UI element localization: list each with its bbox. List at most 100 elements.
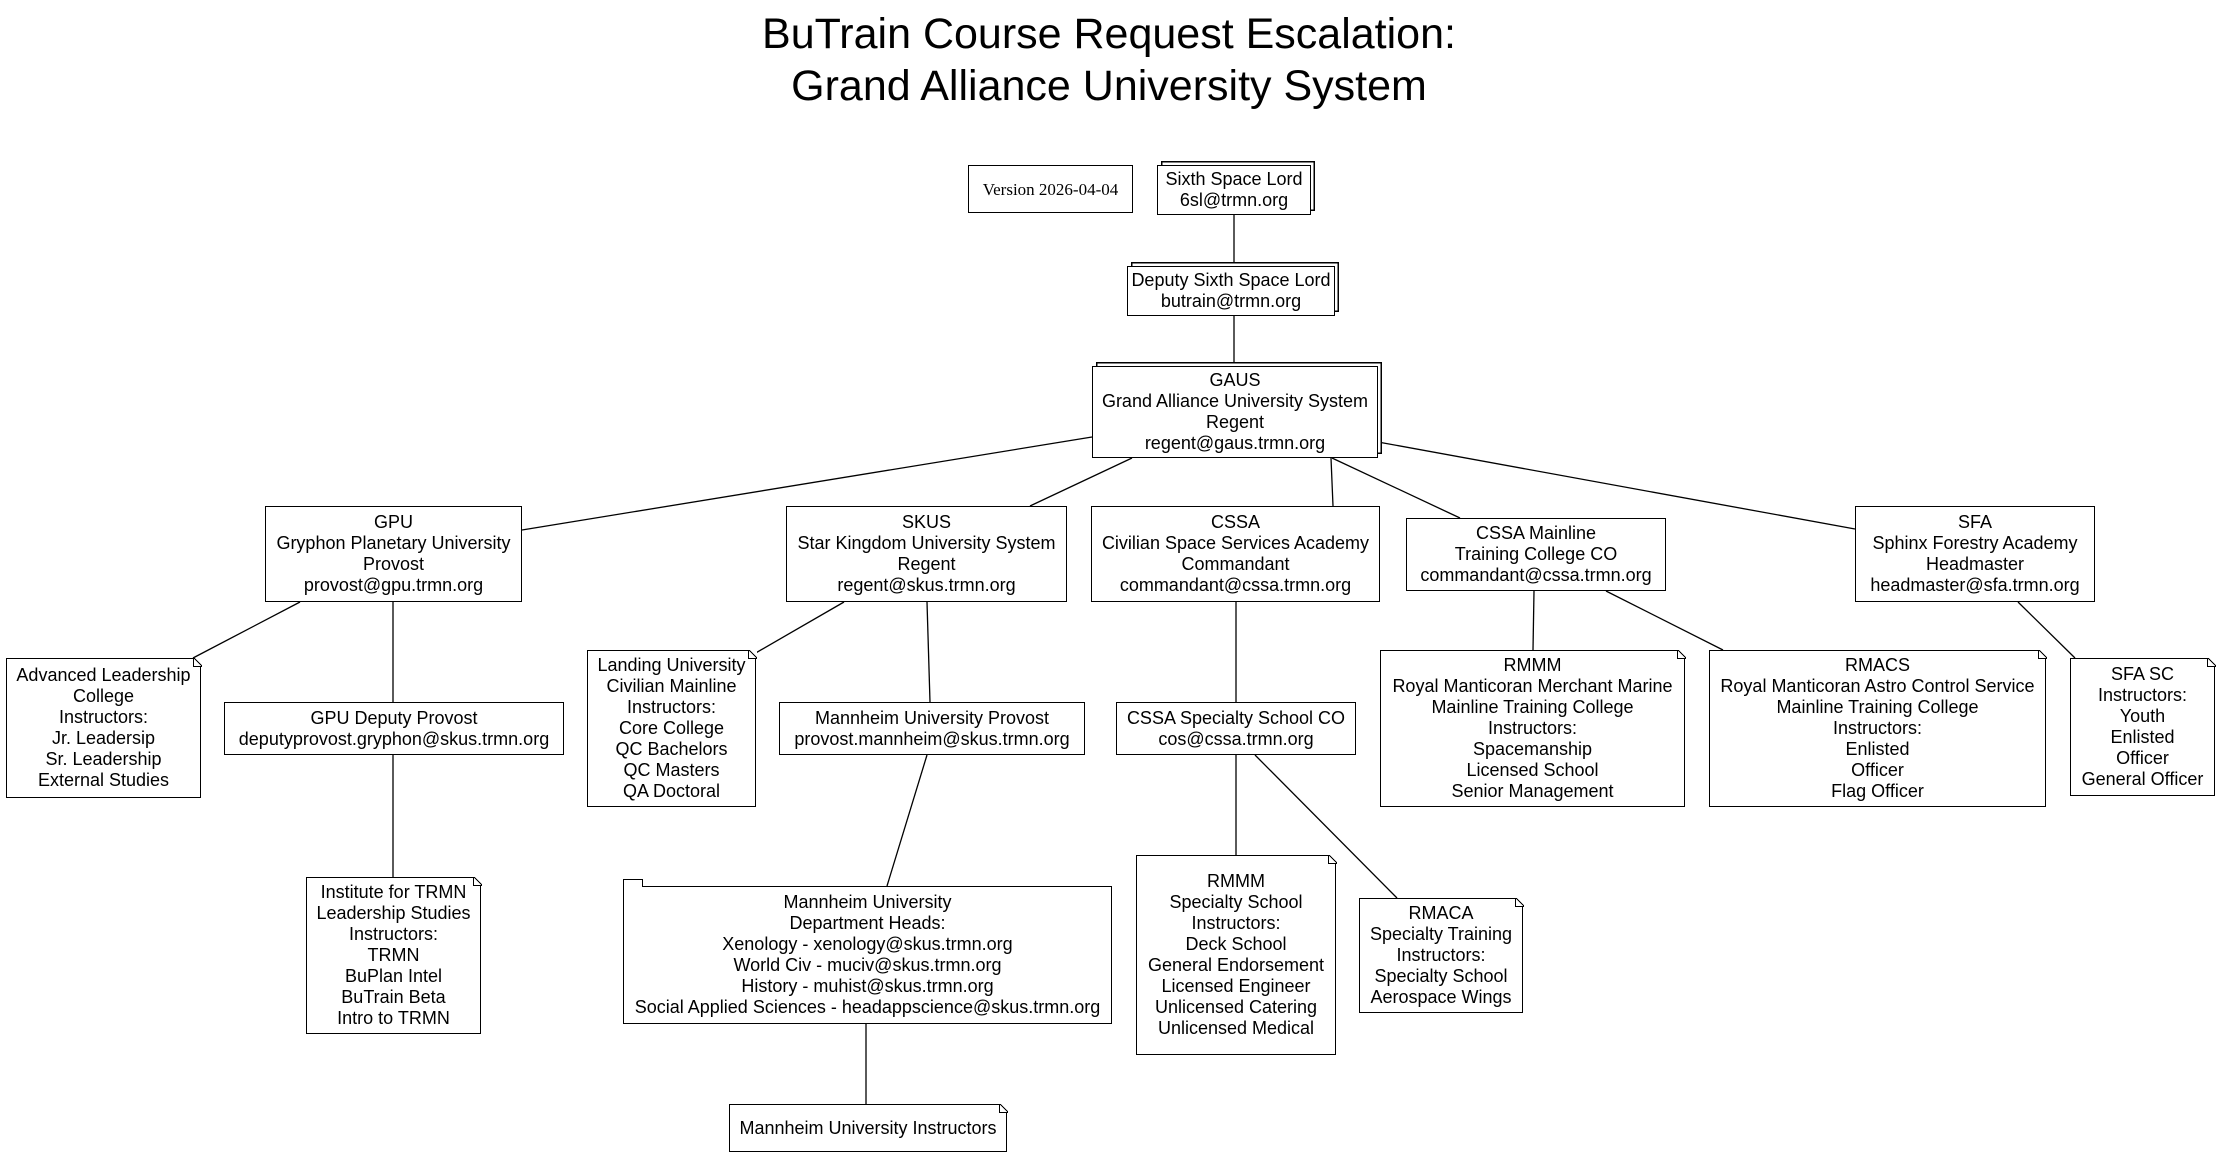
node-text-line: RMACS bbox=[1844, 655, 1910, 675]
node-text-line: Mannheim University Instructors bbox=[739, 1117, 997, 1138]
node-text-line: Flag Officer bbox=[1831, 781, 1924, 801]
title-line-2: Grand Alliance University System bbox=[791, 62, 1427, 110]
node-text-line: Instructors: bbox=[1832, 718, 1923, 738]
connector-line bbox=[2017, 601, 2076, 659]
node-text-line: Grand Alliance University System bbox=[1101, 391, 1369, 411]
connector-line bbox=[192, 601, 301, 659]
node-mannheim-instructors: Mannheim University Instructors bbox=[729, 1103, 1008, 1152]
node-text-line: External Studies bbox=[37, 770, 170, 790]
node-text-line: Deputy Sixth Space Lord bbox=[1131, 270, 1331, 290]
node-text-line: Sphinx Forestry Academy bbox=[1872, 533, 2078, 553]
node-text-line: Regent bbox=[1205, 412, 1265, 432]
node-text-line: General Endorsement bbox=[1147, 955, 1325, 975]
node-text-line: headmaster@sfa.trmn.org bbox=[1870, 575, 2080, 595]
node-text-line: QC Masters bbox=[623, 760, 720, 780]
node-text-line: Unlicensed Medical bbox=[1157, 1018, 1315, 1038]
node-text-line: Mannheim University Provost bbox=[814, 707, 1050, 728]
node-text-line: Intro to TRMN bbox=[337, 1008, 450, 1028]
node-text-line: GPU Deputy Provost bbox=[310, 707, 478, 728]
node-text-line: 6sl@trmn.org bbox=[1179, 190, 1289, 210]
connector-line bbox=[746, 601, 845, 659]
node-text-line: Star Kingdom University System bbox=[797, 533, 1056, 553]
node-text-line: Officer bbox=[1851, 760, 1904, 780]
node-text-line: commandant@cssa.trmn.org bbox=[1420, 565, 1652, 585]
node-text-line: Licensed Engineer bbox=[1161, 976, 1311, 996]
node-text-line: History - muhist@skus.trmn.org bbox=[741, 976, 994, 996]
connector-line bbox=[926, 601, 931, 703]
node-text-line: regent@skus.trmn.org bbox=[837, 575, 1016, 595]
connector-line bbox=[1605, 590, 1724, 651]
node-text-line: Licensed School bbox=[1466, 760, 1599, 780]
node-text-line: Social Applied Sciences - headappscience… bbox=[634, 997, 1101, 1017]
node-text-line: CSSA Specialty School CO bbox=[1126, 707, 1346, 728]
connector-line bbox=[1377, 441, 1856, 530]
node-text-line: Officer bbox=[2116, 748, 2169, 768]
node-text-line: Advanced Leadership bbox=[16, 665, 191, 685]
node-text-line: BuPlan Intel bbox=[344, 966, 443, 986]
node-text-line: Youth bbox=[2119, 706, 2166, 726]
node-text-line: Landing University bbox=[597, 655, 746, 675]
node-text-line: Specialty School bbox=[1169, 892, 1303, 912]
node-text-line: Royal Manticoran Astro Control Service bbox=[1720, 676, 2035, 696]
node-text-line: Civilian Space Services Academy bbox=[1101, 533, 1370, 553]
node-text-line: SKUS bbox=[901, 512, 952, 532]
node-text-line: Version 2026-04-04 bbox=[982, 179, 1119, 199]
node-text-line: RMMM bbox=[1207, 871, 1265, 891]
node-text-line: Headmaster bbox=[1925, 554, 2025, 574]
node-text-line: CSSA bbox=[1210, 512, 1261, 532]
node-text-line: Enlisted bbox=[2110, 727, 2175, 747]
node-text-line: QC Bachelors bbox=[615, 739, 728, 759]
connector-line bbox=[886, 754, 928, 887]
node-text-line: Sixth Space Lord bbox=[1165, 169, 1303, 189]
node-text-line: Royal Manticoran Merchant Marine bbox=[1392, 676, 1673, 696]
node-text-line: Deck School bbox=[1185, 934, 1287, 954]
node-text-line: Sr. Leadership bbox=[45, 749, 162, 769]
connector-line bbox=[1331, 457, 1461, 519]
node-text-line: regent@gaus.trmn.org bbox=[1144, 433, 1326, 453]
node-text-line: Instructors: bbox=[1396, 945, 1486, 965]
node-text-line: Instructors: bbox=[1191, 913, 1281, 933]
node-text-line: Mannheim University bbox=[783, 892, 952, 912]
node-text-line: SFA SC bbox=[2110, 664, 2175, 684]
node-text-line: World Civ - muciv@skus.trmn.org bbox=[733, 955, 1002, 975]
node-text-line: Provost bbox=[362, 554, 425, 574]
node-text-line: BuTrain Beta bbox=[341, 987, 446, 1007]
node-text-line: Jr. Leadersip bbox=[51, 728, 156, 748]
node-text-line: Specialty Training bbox=[1369, 924, 1513, 944]
connector-line bbox=[1029, 457, 1133, 507]
node-text-line: Mainline Training College bbox=[1776, 697, 1979, 717]
node-text-line: Mainline Training College bbox=[1431, 697, 1634, 717]
node-text-line: provost.mannheim@skus.trmn.org bbox=[794, 728, 1070, 749]
node-text-line: Unlicensed Catering bbox=[1154, 997, 1318, 1017]
node-text-line: RMMM bbox=[1503, 655, 1562, 675]
connector-line bbox=[521, 436, 1093, 531]
node-text-line: Institute for TRMN bbox=[320, 882, 467, 902]
node-text-line: QA Doctoral bbox=[622, 781, 721, 801]
node-text-line: butrain@trmn.org bbox=[1160, 291, 1302, 311]
node-text-line: College bbox=[72, 686, 135, 706]
node-text-line: provost@gpu.trmn.org bbox=[303, 575, 484, 595]
connector-line bbox=[1254, 754, 1398, 899]
node-text-line: commandant@cssa.trmn.org bbox=[1119, 575, 1352, 595]
node-text-line: General Officer bbox=[2081, 769, 2204, 789]
node-text-line: Civilian Mainline bbox=[606, 676, 737, 696]
node-text-line: Instructors: bbox=[58, 707, 149, 727]
node-text-line: Instructors: bbox=[2097, 685, 2188, 705]
node-text-line: Commandant bbox=[1181, 554, 1290, 574]
node-text-line: Instructors: bbox=[626, 697, 717, 717]
